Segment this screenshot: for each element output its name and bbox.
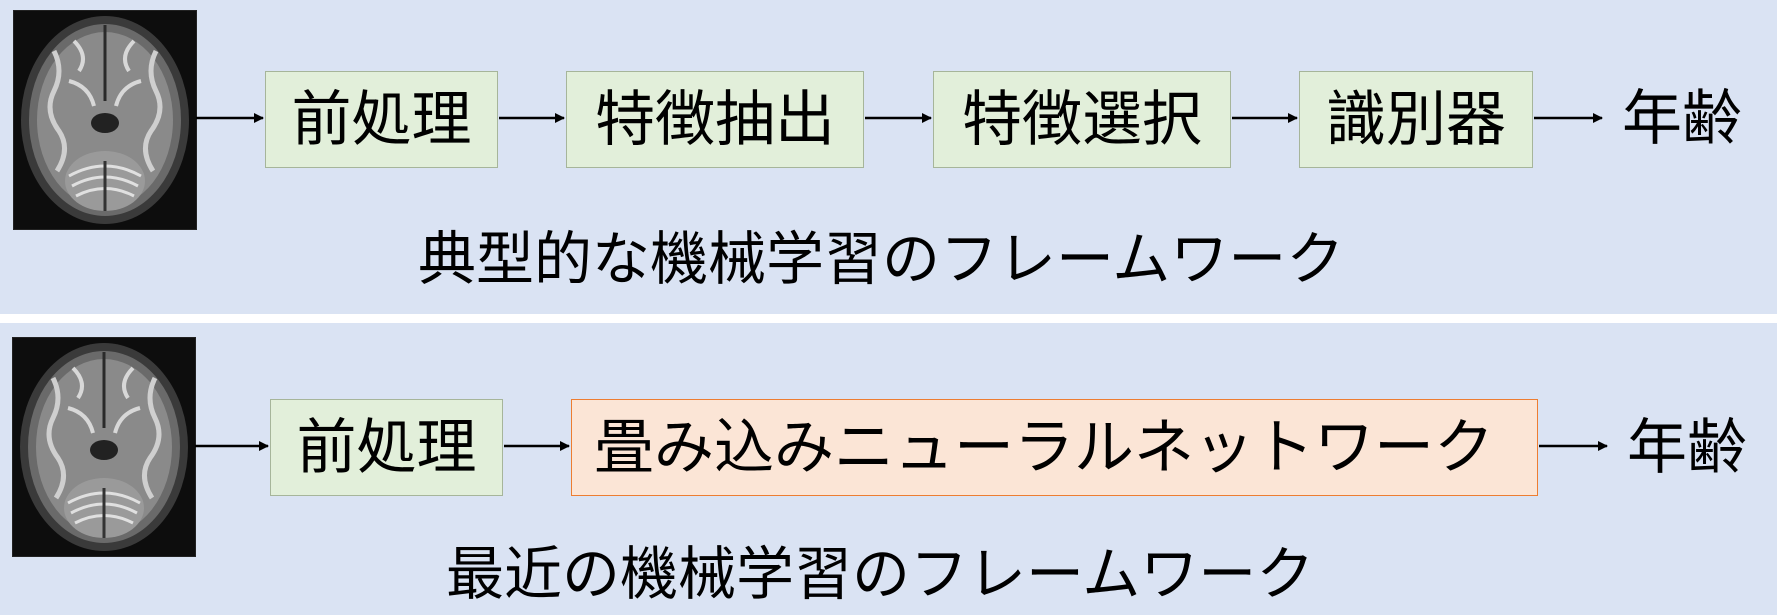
recent-framework-caption: 最近の機械学習のフレームワーク [446,540,1315,608]
preprocessing-box: 前処理 [265,71,498,168]
brain-mri-image [12,337,196,557]
cnn-box: 畳み込みニューラルネットワーク [571,399,1538,496]
classifier-box: 識別器 [1299,71,1533,168]
cnn-label: 畳み込みニューラルネットワーク [594,412,1494,483]
feature-extraction-label: 特徴抽出 [595,84,835,155]
age-output-label: 年齢 [1627,413,1747,483]
feature-extraction-box: 特徴抽出 [566,71,864,168]
age-output-label: 年齢 [1622,84,1742,154]
preprocessing-label: 前処理 [291,84,472,155]
classifier-label: 識別器 [1326,84,1506,155]
preprocessing-box: 前処理 [270,399,503,496]
feature-selection-box: 特徴選択 [933,71,1231,168]
preprocessing-label: 前処理 [296,412,477,483]
brain-mri-image [13,10,197,230]
feature-selection-label: 特徴選択 [962,84,1202,155]
typical-framework-caption: 典型的な機械学習のフレームワーク [418,225,1345,293]
